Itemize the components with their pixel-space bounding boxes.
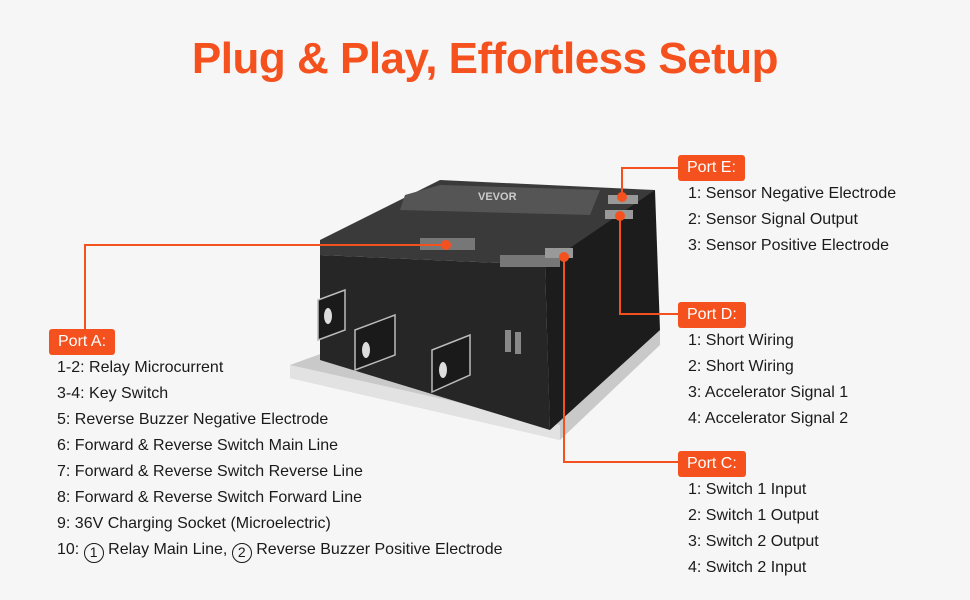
list-item: 10: 1 Relay Main Line, 2 Reverse Buzzer …	[57, 537, 503, 563]
port-c-marker	[559, 252, 569, 262]
circled-number: 1	[83, 543, 104, 563]
list-item: 4: Accelerator Signal 2	[688, 410, 849, 427]
port-d-badge: Port D:	[678, 302, 746, 328]
list-item: 5: Reverse Buzzer Negative Electrode	[57, 411, 329, 428]
list-item: 9: 36V Charging Socket (Microelectric)	[57, 515, 331, 532]
port-a-list: 1-2: Relay Microcurrent 3-4: Key Switch …	[57, 355, 503, 563]
list-item: 6: Forward & Reverse Switch Main Line	[57, 437, 338, 454]
list-item: 1: Switch 1 Input	[688, 481, 807, 498]
port-c-badge: Port C:	[678, 451, 746, 477]
list-item: 2: Short Wiring	[688, 358, 794, 375]
list-item: 3: Switch 2 Output	[688, 533, 819, 550]
list-item: 3: Accelerator Signal 1	[688, 384, 849, 401]
port-d-list: 1: Short Wiring 2: Short Wiring 3: Accel…	[688, 328, 848, 432]
circled-number: 2	[231, 543, 252, 563]
port-e-marker	[617, 192, 627, 202]
item-text: Relay Main Line,	[108, 541, 228, 558]
list-item: 2: Sensor Signal Output	[688, 211, 858, 228]
list-item: 2: Switch 1 Output	[688, 507, 819, 524]
port-d-marker	[615, 211, 625, 221]
list-item: 1: Short Wiring	[688, 332, 794, 349]
port-c-list: 1: Switch 1 Input 2: Switch 1 Output 3: …	[688, 477, 819, 581]
list-item: 8: Forward & Reverse Switch Forward Line	[57, 489, 362, 506]
list-item: 1-2: Relay Microcurrent	[57, 359, 224, 376]
page-title: Plug & Play, Effortless Setup	[191, 34, 779, 83]
item-text: Reverse Buzzer Positive Electrode	[256, 541, 503, 558]
list-item: 7: Forward & Reverse Switch Reverse Line	[57, 463, 363, 480]
list-item: 4: Switch 2 Input	[688, 559, 807, 576]
port-a-marker	[441, 240, 451, 250]
list-item: 3: Sensor Positive Electrode	[688, 237, 889, 254]
list-item: 1: Sensor Negative Electrode	[688, 185, 897, 202]
list-item: 3-4: Key Switch	[57, 385, 169, 402]
port-e-list: 1: Sensor Negative Electrode 2: Sensor S…	[688, 181, 896, 259]
brand-logo: VEVOR	[478, 191, 517, 203]
port-a-badge: Port A:	[49, 329, 116, 355]
port-e-badge: Port E:	[678, 155, 745, 181]
item-prefix: 10:	[57, 541, 80, 558]
